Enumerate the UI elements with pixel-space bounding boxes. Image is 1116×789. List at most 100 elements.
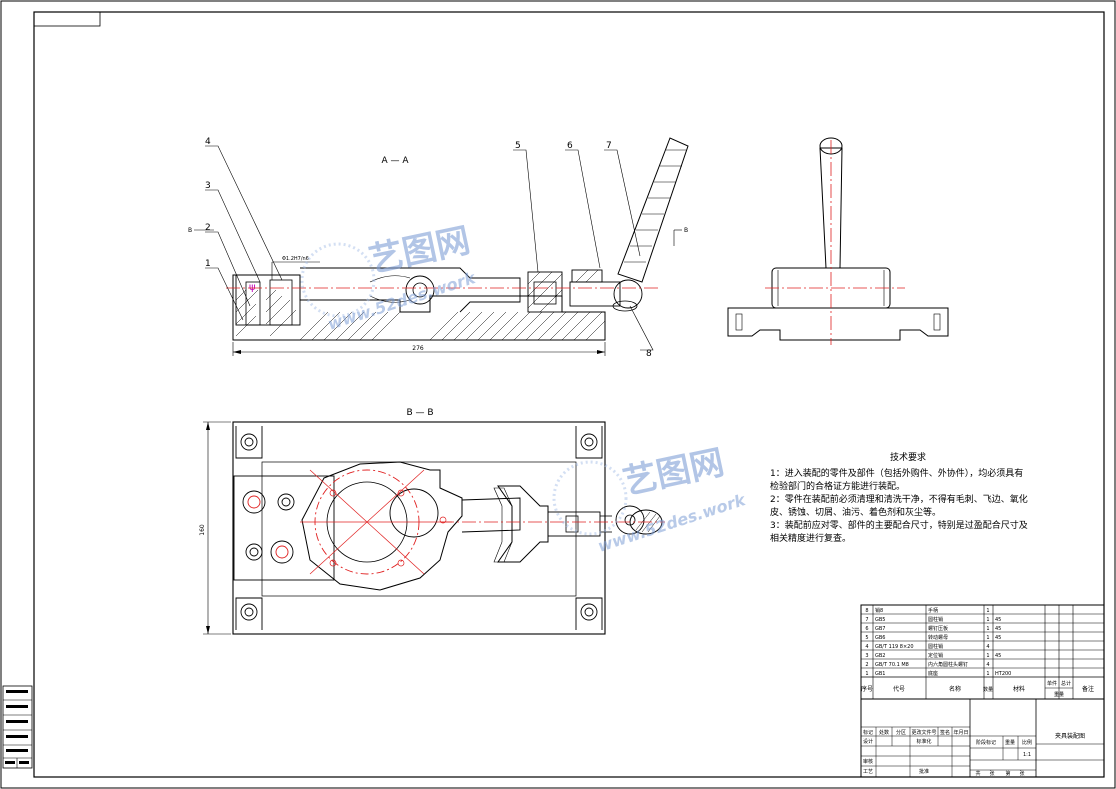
part-number-2: 2 — [205, 223, 211, 233]
watermark-cn-2: 艺图网 — [620, 442, 728, 502]
bom-cell-no: 2 — [865, 662, 868, 668]
bom-cell-qty: 1 — [986, 671, 989, 677]
section-mark-b-left: B — [188, 227, 192, 234]
svg-text:ψ: ψ — [249, 282, 256, 293]
bom-cell-no: 7 — [865, 617, 868, 623]
tb-label-approve: 批准 — [919, 768, 929, 775]
tb-label-zone: 分区 — [896, 729, 906, 736]
title-block — [860, 698, 1105, 778]
bom-cell-code: GB2 — [875, 653, 886, 659]
bom-cell-material: 45 — [995, 626, 1001, 632]
corner-box — [33, 11, 101, 27]
tech-req-line-1: 1：进入装配的零件及部件（包括外购件、外协件），均必须具有 — [770, 467, 1023, 479]
bom-cell-material: 45 — [995, 653, 1001, 659]
part-number-5: 5 — [515, 141, 521, 151]
bom-cell-name: 手柄 — [928, 607, 938, 614]
bom-cell-name: 定位销 — [928, 652, 943, 659]
tech-req-line-2: 检验部门的合格证方能进行装配。 — [770, 480, 905, 492]
watermark-en-2: www.52des.work — [595, 490, 749, 556]
tb-label-sign: 签名 — [940, 729, 950, 736]
bom-header-name: 名称 — [949, 685, 961, 693]
inner-frame — [33, 11, 1105, 778]
part-number-8: 8 — [646, 349, 652, 359]
dimension-width: 276 — [412, 345, 424, 352]
top-view — [203, 421, 665, 635]
bom-cell-no: 6 — [865, 626, 868, 632]
watermark-2: 艺图网 www.52des.work — [552, 442, 749, 556]
tech-req-line-6: 相关精度进行复查。 — [770, 532, 851, 544]
bom-cell-code: GB6 — [875, 635, 886, 641]
bom-header-total: 总计 — [1061, 680, 1071, 687]
watermark-en-1: www.52des.work — [325, 268, 479, 334]
tb-label-review: 审核 — [863, 758, 873, 765]
section-label-bb: B — B — [406, 408, 433, 418]
tb-label-standard: 标准化 — [916, 738, 931, 745]
dimension-fit: Φ1.2H7/n6 — [282, 256, 309, 262]
bom-header-no: 序号 — [861, 685, 873, 693]
bom-cell-qty: 1 — [986, 626, 989, 632]
watermark-cn-1: 艺图网 — [366, 220, 474, 280]
tb-label-change-doc: 更改文件号 — [911, 729, 936, 736]
tech-req-line-5: 3：装配前应对零、部件的主要配合尺寸，特别是过盈配合尺寸及 — [770, 519, 1028, 531]
bom-cell-material: 45 — [995, 617, 1001, 623]
bom-header-single: 单件 — [1047, 680, 1057, 687]
bom-header-remark: 备注 — [1082, 685, 1094, 693]
part-number-7: 7 — [606, 141, 612, 151]
tb-label-date: 年月日 — [953, 729, 968, 736]
bom-cell-qty: 1 — [986, 653, 989, 659]
tb-label-design: 设计 — [863, 738, 873, 745]
part-number-3: 3 — [205, 181, 211, 191]
part-number-6: 6 — [567, 141, 573, 151]
part-number-4: 4 — [205, 137, 211, 147]
side-view — [727, 137, 949, 345]
bom-cell-code: GB7 — [875, 626, 886, 632]
bom-cell-qty: 1 — [986, 635, 989, 641]
bom-cell-qty: 4 — [986, 644, 989, 650]
bom-cell-code: GB5 — [875, 617, 886, 623]
tb-label-sheet-a: 张 — [989, 770, 994, 777]
bom-cell-material: HT200 — [995, 671, 1011, 677]
bom-cell-no: 8 — [865, 608, 868, 614]
bom-cell-no: 1 — [865, 671, 868, 677]
bom-cell-qty: 1 — [986, 608, 989, 614]
bom-header-qty: 数量 — [983, 686, 993, 693]
tb-label-process: 工艺 — [863, 769, 873, 775]
section-label-aa: A — A — [381, 156, 409, 166]
section-mark-b-right: B — [684, 227, 688, 234]
bom-cell-material: 45 — [995, 635, 1001, 641]
tech-req-line-4: 皮、锈蚀、切屑、油污、着色剂和灰尘等。 — [770, 506, 941, 518]
bom-cell-name: 圆柱销 — [928, 643, 943, 650]
front-view: ψ — [194, 137, 689, 356]
bom-cell-no: 4 — [865, 644, 868, 650]
bom-cell-name: 螺钉压板 — [928, 625, 948, 632]
bom-header-material: 材料 — [1013, 685, 1025, 693]
tb-label-scale: 比例 — [1022, 739, 1032, 746]
part-number-1: 1 — [205, 259, 211, 269]
side-strip — [2, 685, 33, 769]
bom-cell-name: 圆柱销 — [928, 616, 943, 623]
bom-cell-name: 转动螺母 — [928, 634, 948, 641]
tb-label-total: 共 — [975, 770, 980, 777]
bom-header-weight: 重量 — [1054, 691, 1064, 698]
bom-cell-code: GB1 — [875, 671, 886, 677]
bom-cell-qty: 1 — [986, 617, 989, 623]
bom-cell-qty: 4 — [986, 662, 989, 668]
bom-header-code: 代号 — [893, 685, 905, 693]
tech-req-title: 技术要求 — [890, 451, 926, 463]
tb-label-count: 处数 — [879, 729, 889, 736]
tech-req-line-3: 2：零件在装配前必须清理和清洗干净，不得有毛刺、飞边、氧化 — [770, 493, 1028, 505]
bom-cell-no: 5 — [865, 635, 868, 641]
tb-label-mark: 标记 — [863, 729, 873, 736]
watermark-1: 艺图网 www.52des.work — [300, 220, 479, 334]
drawing-title: 夹具装配图 — [1055, 732, 1085, 740]
bom-cell-no: 3 — [865, 653, 868, 659]
tb-label-num: 第 — [1005, 770, 1010, 777]
tb-label-stage: 阶段标记 — [976, 739, 996, 746]
bom-cell-name: 内六角圆柱头螺钉 — [928, 661, 968, 668]
bom-cell-code: GB/T 119 8×20 — [875, 644, 914, 650]
bom-cell-name: 底座 — [928, 670, 938, 677]
bom-cell-code: GB/T 70.1 M8 — [875, 662, 909, 668]
